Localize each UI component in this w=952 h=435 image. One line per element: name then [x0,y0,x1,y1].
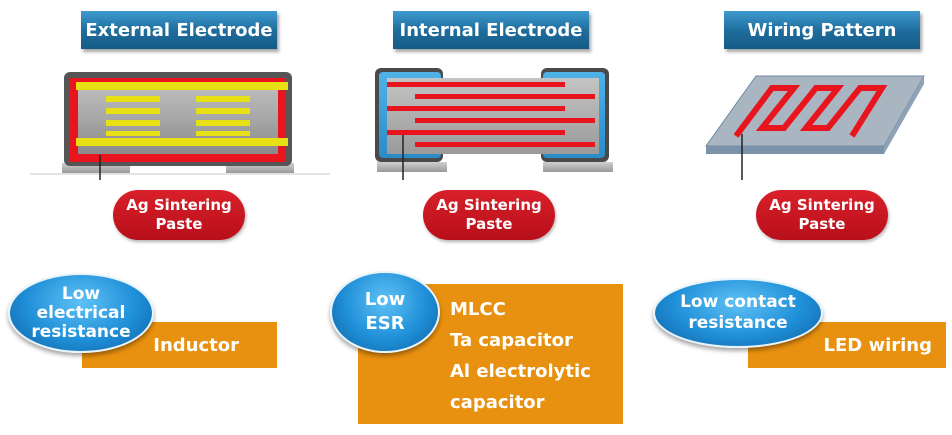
application-mlcc: MLCC [450,299,506,320]
application-led-wiring: LED wiring [823,334,932,356]
property-line-1: Low [61,283,101,304]
application-al-electrolytic: Al electrolytic [450,361,591,382]
property-line-1: Low [364,289,406,310]
header-internal-electrode: Internal Electrode [393,11,589,49]
application-ta-capacitor: Ta capacitor [450,330,573,351]
header-external-electrode: External Electrode [81,11,277,49]
property-line-2: electrical [36,302,126,323]
property-line-1: Low contact [680,292,796,312]
property-bubble-low-esr: Low ESR [330,271,440,353]
external-electrode-diagram [30,72,330,180]
ag-sintering-paste-label: Ag Sintering Paste [423,190,555,240]
property-bubble-low-contact-resistance: Low contact resistance [653,278,823,348]
internal-electrode-diagram [375,68,613,180]
paste-line-2: Paste [465,215,513,233]
property-bubble-low-electrical-resistance: Low electrical resistance [8,273,154,353]
wiring-pattern-diagram [705,75,925,180]
application-capacitor: capacitor [450,392,545,413]
header-wiring-pattern: Wiring Pattern [724,11,920,49]
ag-sintering-paste-label: Ag Sintering Paste [756,190,888,240]
paste-line-1: Ag Sintering [126,196,232,214]
paste-line-1: Ag Sintering [436,196,542,214]
paste-line-2: Paste [155,215,203,233]
paste-line-2: Paste [798,215,846,233]
property-line-2: ESR [365,313,405,334]
ag-sintering-paste-label: Ag Sintering Paste [113,190,245,240]
paste-line-1: Ag Sintering [769,196,875,214]
application-inductor: Inductor [153,334,239,356]
property-line-2: resistance [688,313,788,333]
property-line-3: resistance [31,321,131,342]
